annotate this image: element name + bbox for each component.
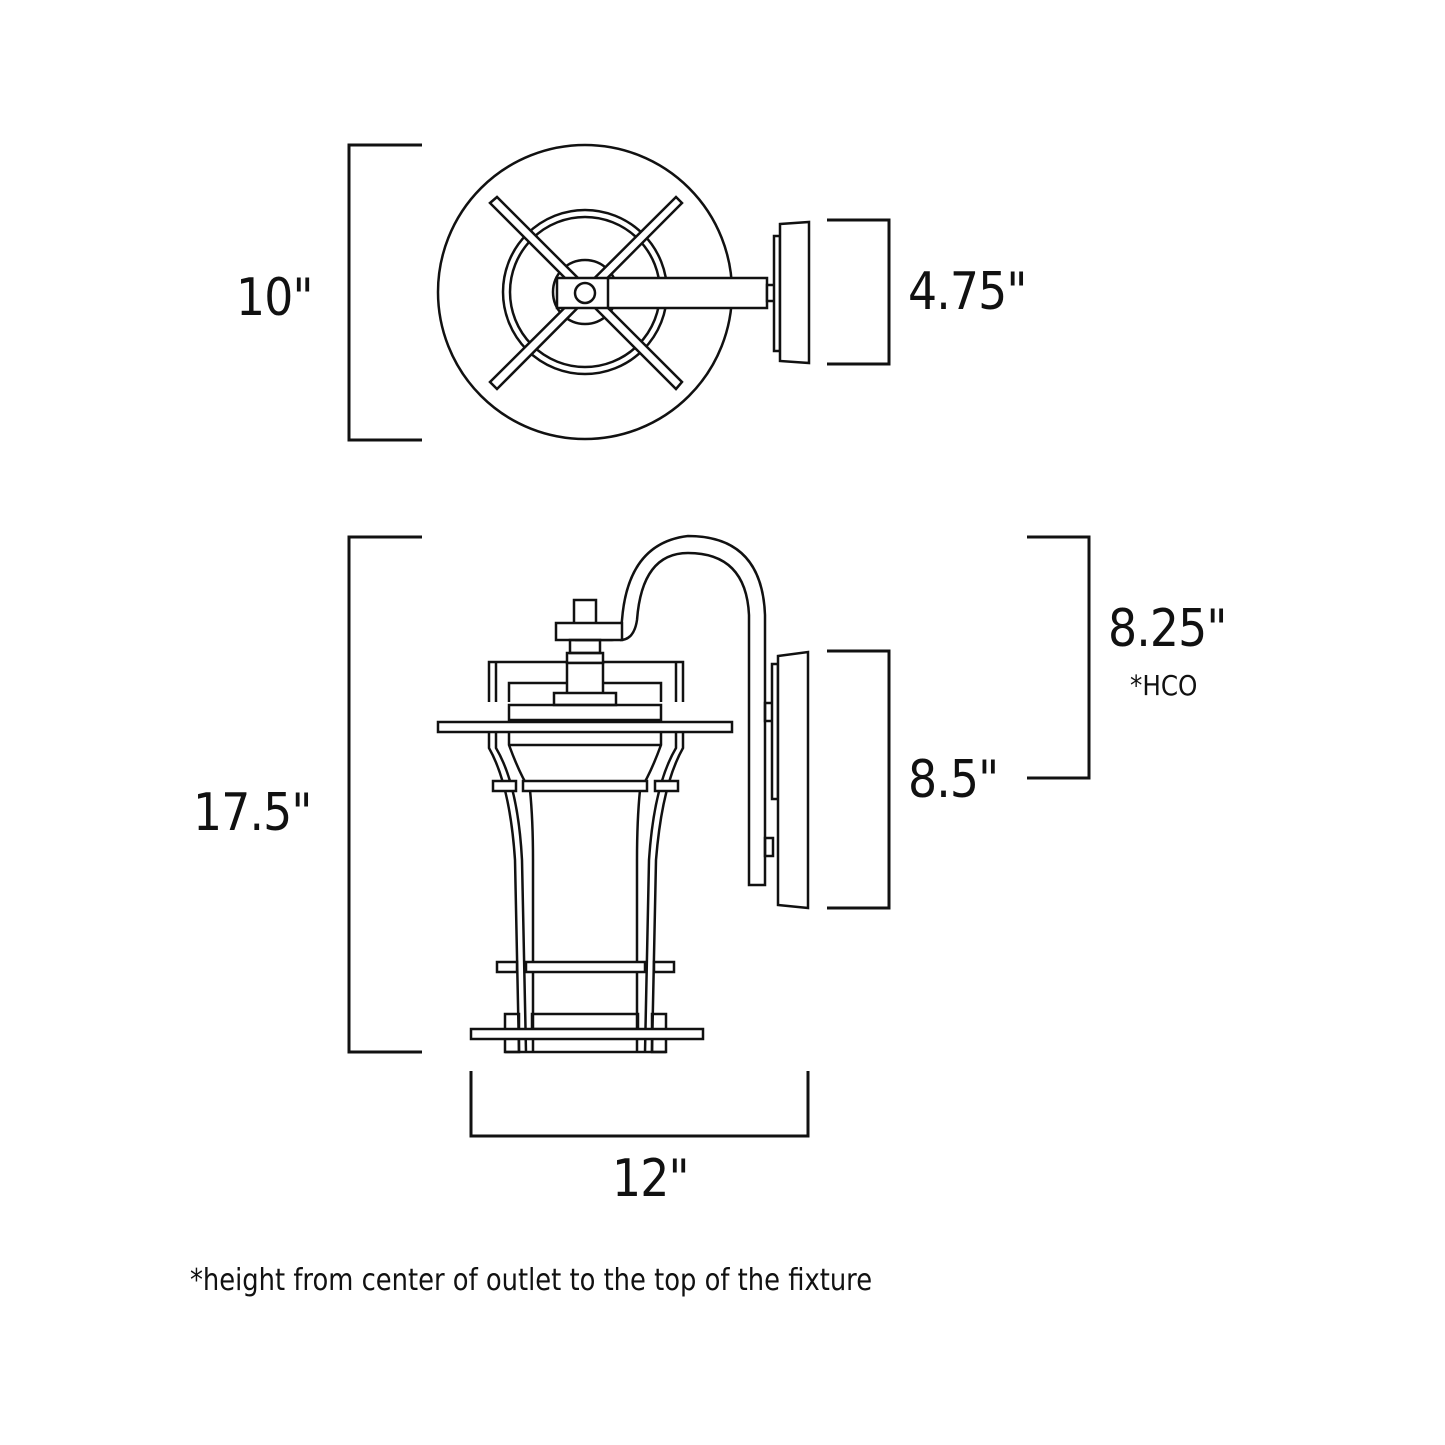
front-view — [347, 534, 1091, 1138]
top-depth-label: 10" — [236, 268, 314, 328]
bottom-plate — [469, 1027, 705, 1041]
top-view — [347, 143, 891, 442]
width-bracket — [469, 1071, 810, 1138]
front-height-label: 17.5" — [193, 783, 312, 843]
hco-label: 8.25" — [1108, 599, 1227, 659]
backplate-side — [776, 650, 810, 910]
backplate-width-bracket — [827, 218, 891, 366]
footnote: *height from center of outlet to the top… — [190, 1263, 873, 1298]
top-plate — [436, 720, 734, 734]
hco-bracket — [1027, 535, 1091, 780]
backplate-height-label: 8.5" — [908, 750, 999, 810]
height-bracket — [347, 535, 422, 1054]
depth-bracket — [347, 143, 422, 442]
gooseneck — [575, 534, 767, 887]
top-backplate-label: 4.75" — [908, 262, 1027, 322]
backplate-height-bracket — [827, 649, 891, 910]
backplate — [778, 220, 811, 365]
hco-note: *HCO — [1130, 669, 1198, 702]
front-width-label: 12" — [612, 1149, 690, 1209]
